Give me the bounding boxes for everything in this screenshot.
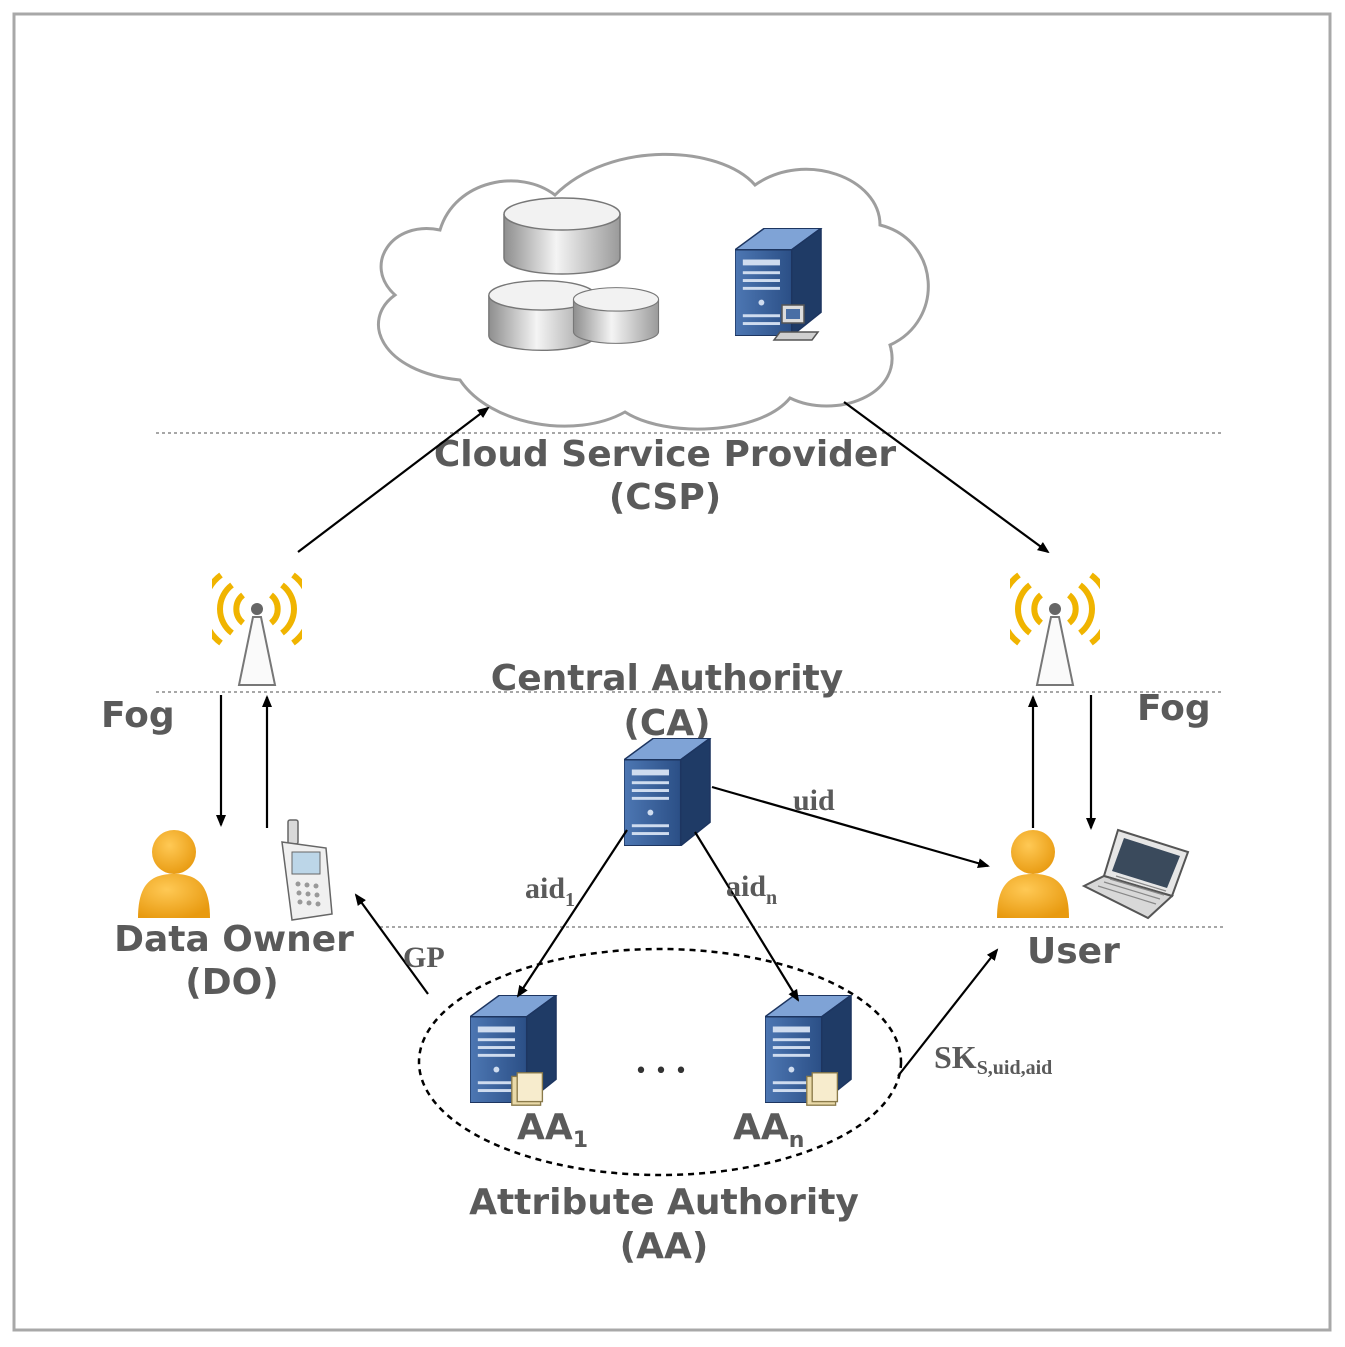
ca-name-label: Central Authority	[491, 658, 843, 699]
figure-frame	[12, 12, 1332, 1332]
fog-left-label: Fog	[101, 695, 175, 736]
cloud-icon	[377, 152, 930, 431]
person-icon	[138, 830, 210, 918]
csp-name-label: Cloud Service Provider	[434, 434, 896, 475]
aan-label: AAn	[733, 1107, 804, 1153]
antenna-icon	[204, 575, 311, 685]
do-name-label: Data Owner	[114, 919, 354, 960]
arrow-aa-to-user	[897, 948, 999, 1077]
edge-label-gp: GP	[403, 941, 445, 974]
arrow-csp-to-fog	[843, 401, 1050, 554]
do-abbr-label: (DO)	[185, 962, 278, 1003]
mobile-phone-icon	[281, 819, 333, 921]
aa-abbr-label: (AA)	[620, 1226, 709, 1267]
workstation-icon	[772, 304, 820, 341]
folder-icon	[806, 1072, 839, 1106]
edge-label-uid: uid	[793, 784, 835, 817]
aa-ellipsis: • • •	[635, 1059, 688, 1084]
edge-label-aidn: aidn	[726, 870, 777, 909]
user-label: User	[1027, 931, 1120, 972]
server-icon	[624, 738, 711, 846]
ca-abbr-label: (CA)	[623, 703, 710, 744]
antenna-icon	[1002, 575, 1109, 685]
aa-name-label: Attribute Authority	[469, 1182, 859, 1223]
fog-right-label: Fog	[1137, 688, 1211, 729]
edge-label-aid1: aid1	[525, 872, 575, 911]
aa1-label: AA1	[517, 1107, 588, 1153]
arrow-ca-to-user	[711, 785, 990, 869]
aa-group-ellipse	[417, 947, 903, 1177]
person-icon	[997, 830, 1069, 918]
arrow-ca-to-aan	[694, 831, 800, 1002]
laptop-icon	[1081, 828, 1190, 920]
arrow-fog-to-csp	[297, 406, 490, 553]
arrow-ca-to-aa1	[516, 829, 628, 998]
database-icon	[503, 197, 621, 275]
folder-icon	[511, 1072, 544, 1106]
database-icon	[572, 286, 660, 345]
csp-abbr-label: (CSP)	[609, 477, 721, 518]
arrow-aa-to-do	[354, 893, 429, 995]
edge-label-sk: SKS,uid,aid	[934, 1039, 1052, 1079]
server-icon	[735, 228, 822, 336]
